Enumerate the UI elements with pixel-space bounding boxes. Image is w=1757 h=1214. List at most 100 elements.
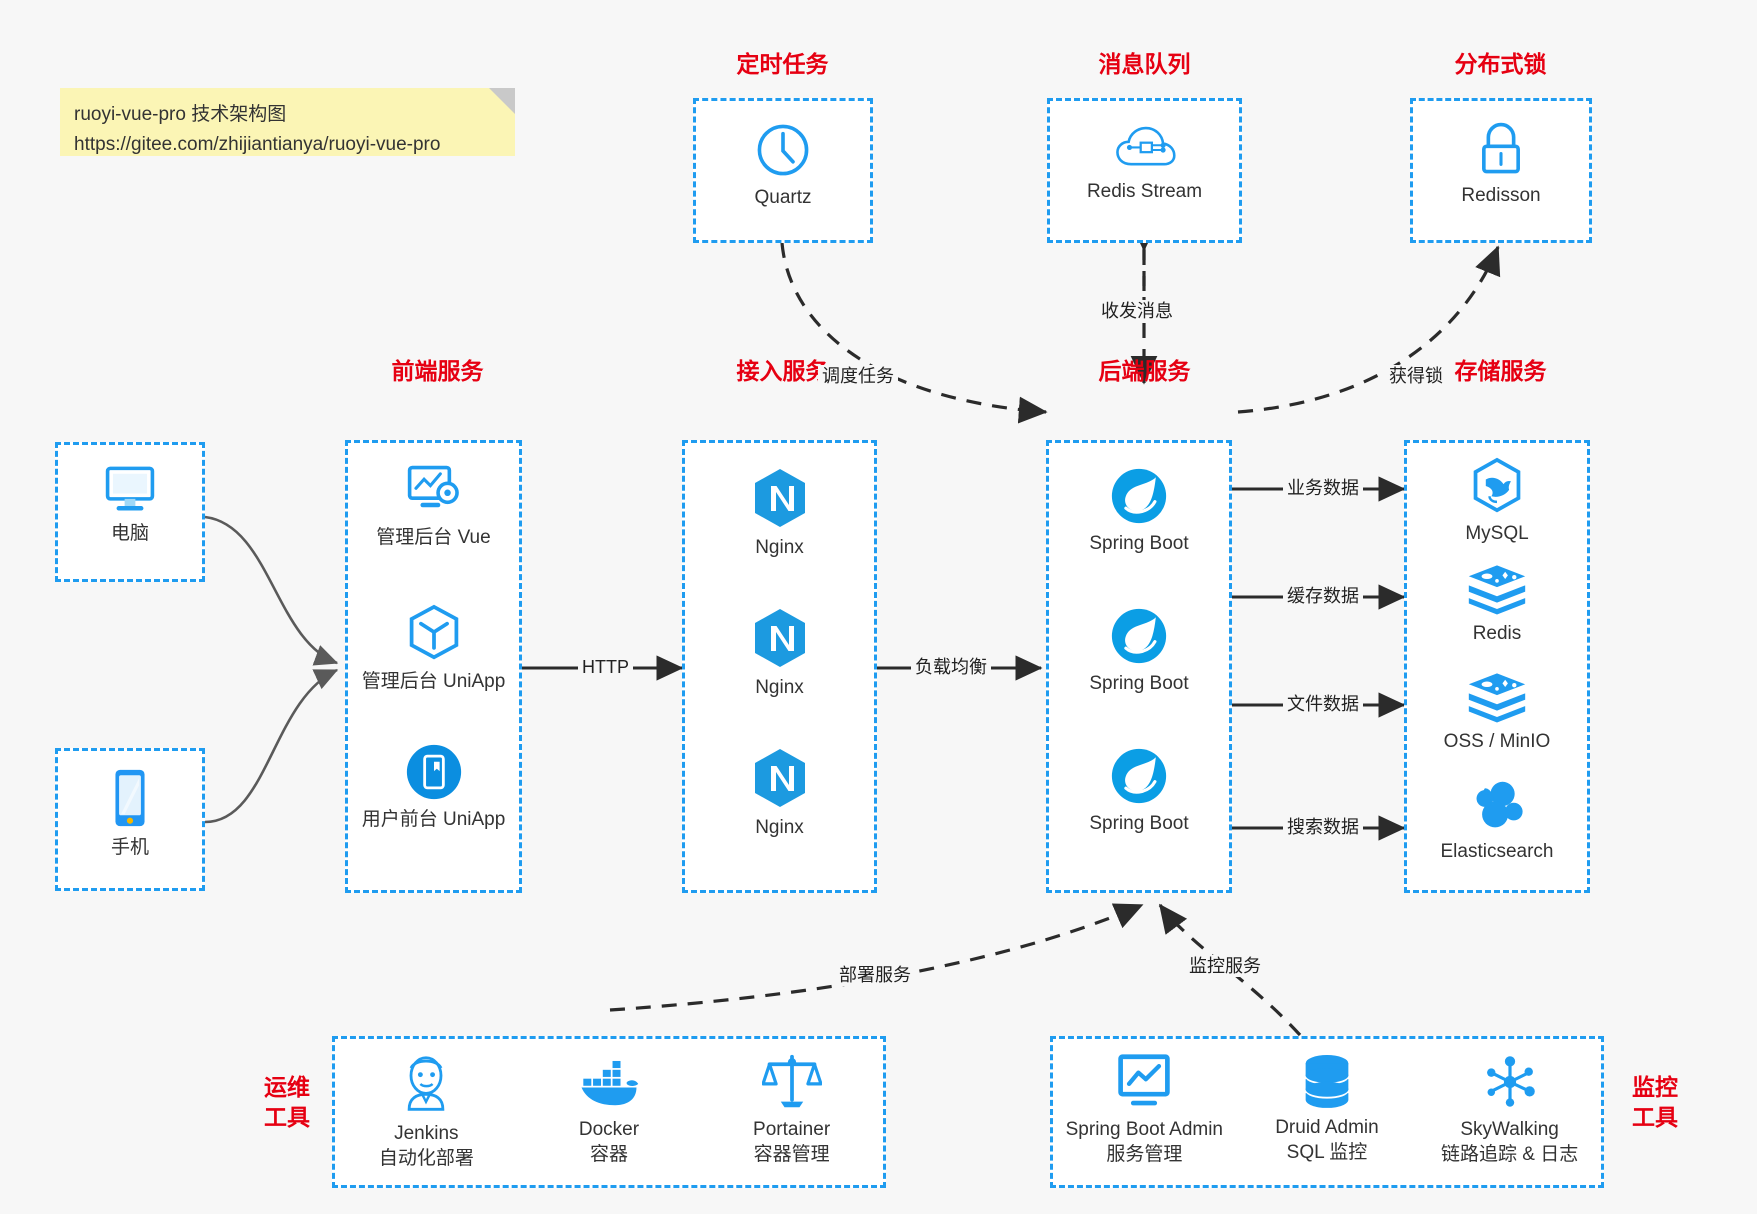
- monitoring-title-line-2: 工具: [1632, 1104, 1678, 1130]
- group-box-backend: Spring Boot Spring Boot Spring Boot: [1046, 440, 1232, 893]
- note-url: https://gitee.com/zhijiantianya/ruoyi-vu…: [74, 134, 441, 155]
- note-fold-corner: [489, 88, 515, 114]
- group-title-frontend: 前端服务: [391, 358, 484, 384]
- node-portainer[interactable]: Portainer 容器管理: [700, 1053, 883, 1167]
- node-label: Nginx: [755, 677, 804, 698]
- node-label: Jenkins: [394, 1123, 459, 1144]
- nginx-icon: [754, 749, 805, 807]
- redis-stack-icon: [1468, 673, 1526, 723]
- node-nginx-2[interactable]: Nginx: [685, 607, 874, 700]
- node-label: Spring Boot: [1089, 813, 1189, 834]
- node-redisson[interactable]: Redisson: [1413, 121, 1589, 208]
- node-druid-admin[interactable]: Druid Admin SQL 监控: [1236, 1053, 1419, 1165]
- mobile-circle-icon: [406, 744, 461, 800]
- monitor-chart-icon: [1118, 1054, 1171, 1106]
- node-label: Redis Stream: [1086, 181, 1203, 202]
- edge-label-schedule-task: 调度任务: [818, 365, 898, 387]
- node-label: Elasticsearch: [1440, 841, 1554, 862]
- group-box-devops: Jenkins 自动化部署 Docker 容器: [332, 1036, 886, 1188]
- node-label: 电脑: [110, 523, 149, 544]
- group-title-scheduler: 定时任务: [736, 51, 829, 77]
- node-label: Docker: [578, 1119, 640, 1140]
- node-spring-boot-admin[interactable]: Spring Boot Admin 服务管理: [1053, 1053, 1236, 1167]
- node-sublabel: SQL 监控: [1286, 1142, 1368, 1163]
- node-admin-uniapp[interactable]: 管理后台 UniApp: [348, 603, 519, 694]
- spring-boot-icon: [1111, 608, 1167, 664]
- node-user-uniapp[interactable]: 用户前台 UniApp: [348, 743, 519, 832]
- node-docker[interactable]: Docker 容器: [518, 1057, 701, 1167]
- node-label: Quartz: [754, 187, 812, 208]
- node-nginx-3[interactable]: Nginx: [685, 747, 874, 840]
- node-label: Redis: [1472, 623, 1522, 644]
- node-mysql[interactable]: MySQL: [1407, 457, 1587, 546]
- node-label: MySQL: [1465, 523, 1529, 544]
- group-title-lock: 分布式锁: [1454, 51, 1547, 77]
- network-nodes-icon: [1486, 1056, 1535, 1107]
- node-spring-boot-1[interactable]: Spring Boot: [1049, 467, 1229, 556]
- hexagon-cube-icon: [409, 604, 458, 660]
- database-icon: [1305, 1055, 1349, 1108]
- node-spring-boot-2[interactable]: Spring Boot: [1049, 607, 1229, 696]
- smartphone-icon: [115, 769, 145, 827]
- group-box-frontend: 管理后台 Vue 管理后台 UniApp 用户前台 UniApp: [345, 440, 522, 893]
- edge-label-search-data: 搜索数据: [1283, 816, 1363, 838]
- node-spring-boot-3[interactable]: Spring Boot: [1049, 747, 1229, 836]
- node-desktop[interactable]: 电脑: [58, 463, 202, 546]
- node-admin-vue[interactable]: 管理后台 Vue: [348, 463, 519, 550]
- sticky-note: ruoyi-vue-pro 技术架构图 https://gitee.com/zh…: [60, 88, 515, 156]
- node-sublabel: 容器管理: [753, 1144, 830, 1165]
- group-box-client-mobile: 手机: [55, 748, 205, 891]
- edge-label-deploy-service: 部署服务: [835, 964, 915, 986]
- monitoring-title-line-1: 监控: [1632, 1074, 1678, 1100]
- docker-whale-icon: [581, 1060, 639, 1106]
- spring-boot-icon: [1111, 748, 1167, 804]
- note-title: ruoyi-vue-pro 技术架构图: [74, 104, 287, 125]
- clock-icon: [757, 124, 809, 176]
- node-label: Druid Admin: [1275, 1117, 1379, 1138]
- group-title-gateway: 接入服务: [736, 358, 829, 384]
- node-elasticsearch[interactable]: Elasticsearch: [1407, 779, 1587, 864]
- group-box-storage: MySQL Redis OS: [1404, 440, 1590, 893]
- desktop-icon: [105, 466, 155, 511]
- edge-label-send-receive-message: 收发消息: [1097, 300, 1177, 322]
- spring-boot-icon: [1111, 468, 1167, 524]
- elasticsearch-icon: [1476, 781, 1523, 828]
- group-box-lock: Redisson: [1410, 98, 1592, 243]
- group-title-monitoring: 监控 工具: [1620, 1072, 1690, 1132]
- scales-icon: [761, 1054, 822, 1108]
- jenkins-butler-icon: [408, 1056, 445, 1111]
- edge-label-file-data: 文件数据: [1283, 693, 1363, 715]
- node-redis-stream[interactable]: Redis Stream: [1050, 121, 1239, 204]
- group-title-mq: 消息队列: [1098, 51, 1191, 77]
- edge-label-monitor-service: 监控服务: [1185, 955, 1265, 977]
- node-sublabel: 服务管理: [1106, 1144, 1183, 1165]
- group-title-backend: 后端服务: [1098, 358, 1191, 384]
- node-label: OSS / MinIO: [1443, 731, 1551, 752]
- cloud-network-icon: [1115, 126, 1176, 166]
- node-quartz[interactable]: Quartz: [696, 121, 870, 210]
- redis-stack-icon: [1468, 565, 1526, 615]
- dashboard-gear-icon: [407, 465, 459, 508]
- nginx-icon: [754, 469, 805, 527]
- group-title-devops: 运维 工具: [252, 1072, 322, 1132]
- node-smartphone[interactable]: 手机: [58, 767, 202, 860]
- edge-label-cache-data: 缓存数据: [1283, 585, 1363, 607]
- node-sublabel: 自动化部署: [378, 1148, 474, 1169]
- node-label: 管理后台 UniApp: [361, 671, 506, 692]
- node-oss-minio[interactable]: OSS / MinIO: [1407, 671, 1587, 754]
- node-redis[interactable]: Redis: [1407, 563, 1587, 646]
- node-label: Nginx: [755, 817, 804, 838]
- node-nginx-1[interactable]: Nginx: [685, 467, 874, 560]
- node-label: Spring Boot Admin: [1065, 1119, 1223, 1140]
- node-label: SkyWalking: [1460, 1119, 1559, 1140]
- group-box-scheduler: Quartz: [693, 98, 873, 243]
- node-label: 用户前台 UniApp: [361, 809, 506, 830]
- node-label: Spring Boot: [1089, 533, 1189, 554]
- node-label: Redisson: [1461, 185, 1541, 206]
- edge-label-http: HTTP: [578, 656, 633, 678]
- node-label: Spring Boot: [1089, 673, 1189, 694]
- group-box-gateway: Nginx Nginx Nginx: [682, 440, 877, 893]
- node-skywalking[interactable]: SkyWalking 链路追踪 & 日志: [1418, 1053, 1601, 1167]
- node-jenkins[interactable]: Jenkins 自动化部署: [335, 1053, 518, 1171]
- devops-title-line-2: 工具: [264, 1104, 310, 1130]
